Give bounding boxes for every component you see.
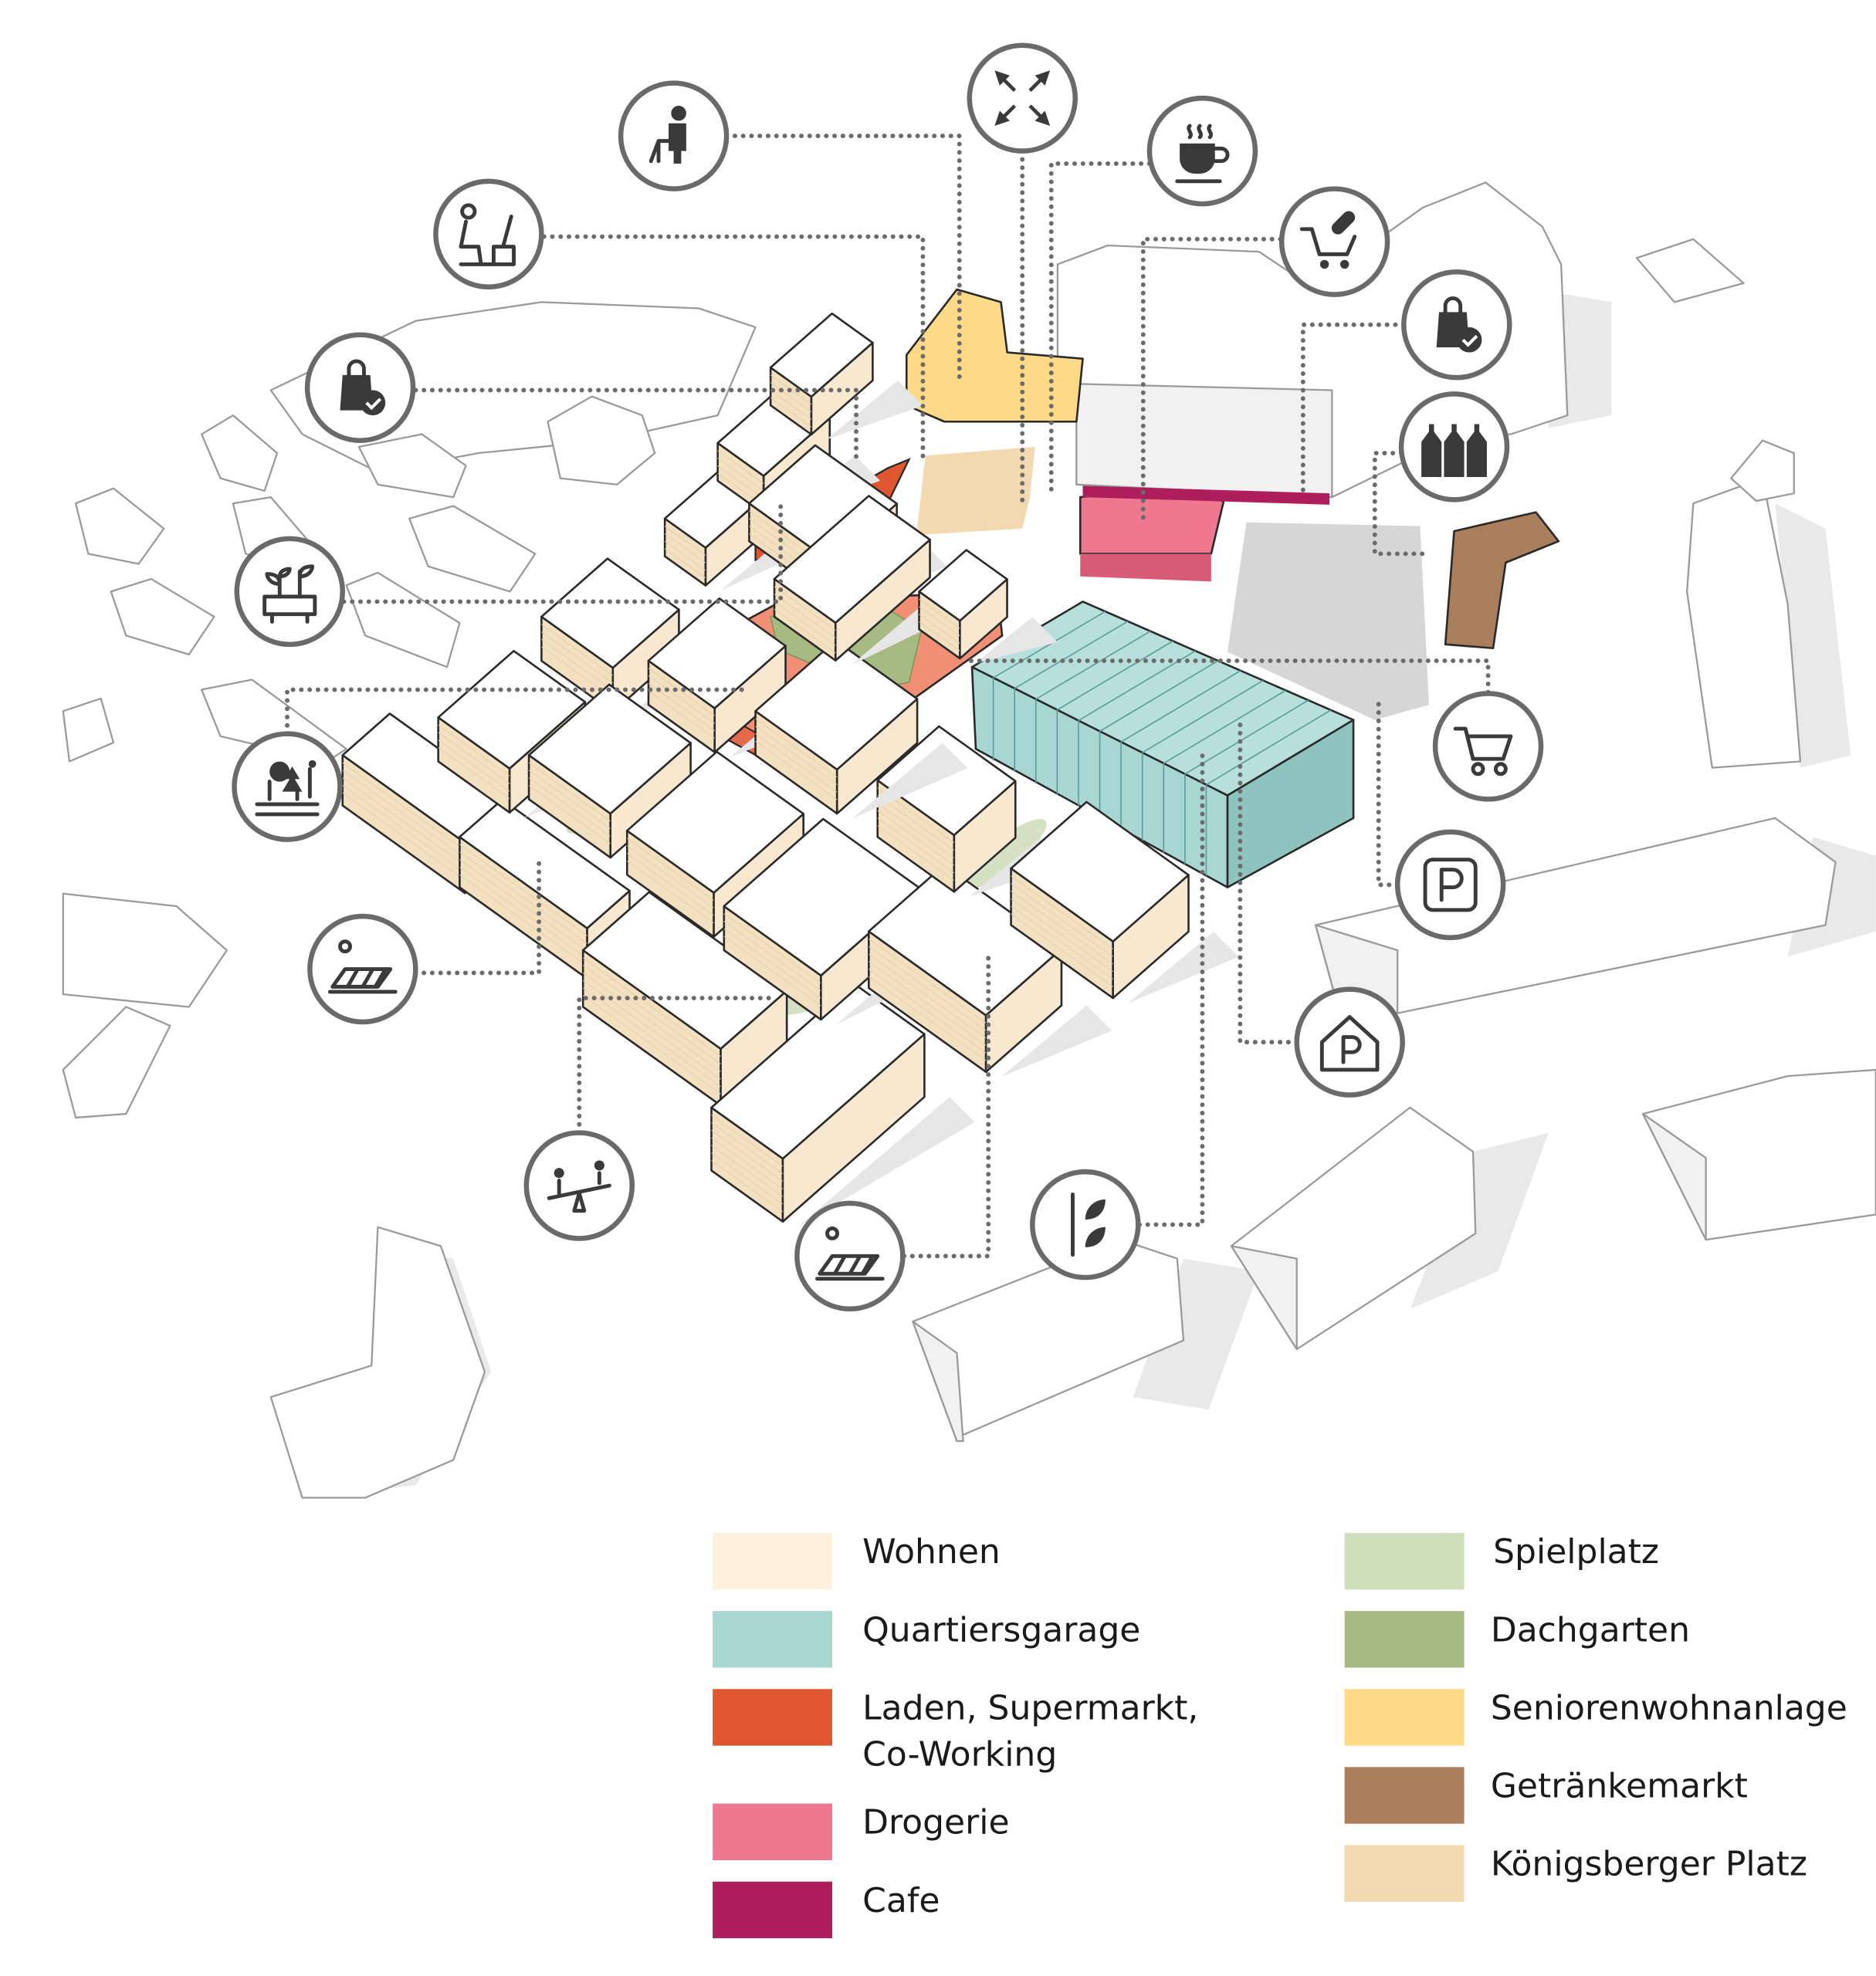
legend-label: Getränkemarkt xyxy=(1491,1766,1748,1805)
garage-roof-line xyxy=(1078,650,1197,722)
shopping-bag-check-icon xyxy=(304,332,416,443)
legend-swatch xyxy=(1344,1689,1465,1746)
coworking-desk-icon xyxy=(433,178,544,290)
wohnen-buildings xyxy=(341,312,1239,1227)
connector-line xyxy=(541,234,926,462)
connector-line xyxy=(413,853,542,976)
legend-swatch xyxy=(1344,1611,1465,1668)
connector-line xyxy=(285,687,746,736)
legend-item-drogerie: Drogerie xyxy=(713,1803,1010,1860)
connector-line xyxy=(1238,715,1299,1045)
legend-item-cafe: Cafe xyxy=(713,1881,940,1939)
legend-swatch xyxy=(713,1611,833,1668)
context-buildings xyxy=(62,181,1876,1499)
garage-roof-line xyxy=(1206,709,1332,786)
legend-label: Drogerie xyxy=(862,1803,1009,1842)
wohnen-building xyxy=(868,864,1112,1078)
legend-label: Laden, Supermarkt, xyxy=(862,1688,1198,1727)
legend-item-getraenkemarkt: Getränkemarkt xyxy=(1344,1766,1748,1824)
coffee-cup-icon xyxy=(1146,95,1258,207)
parking-garage-icon xyxy=(1294,986,1405,1098)
garage-roof-line xyxy=(1056,640,1173,711)
legend-swatch xyxy=(713,1803,833,1860)
green-facade-leaves-icon xyxy=(1030,1169,1141,1281)
legend-swatch xyxy=(713,1689,833,1746)
legend-item-wohnen: Wohnen xyxy=(713,1532,1001,1590)
connector-line xyxy=(1372,451,1431,557)
connector-line xyxy=(967,658,1491,695)
legend-item-dachgarten: Dachgarten xyxy=(1344,1610,1690,1668)
legend-swatch xyxy=(713,1881,833,1939)
connector-line xyxy=(724,134,962,381)
legend-label: Seniorenwohnanlage xyxy=(1491,1688,1847,1727)
garage-roof-line xyxy=(1163,689,1286,764)
connector-lines xyxy=(285,134,1491,1259)
legend-swatch xyxy=(1344,1767,1465,1824)
garage-roof-line xyxy=(1184,699,1309,775)
garage-roof-line xyxy=(1014,621,1129,689)
seniorenwohnanlage xyxy=(905,288,1084,423)
senior-walker-icon xyxy=(618,80,730,191)
legend-label: Cafe xyxy=(862,1881,940,1920)
connector-line xyxy=(413,387,858,462)
legend-label-line2: Co-Working xyxy=(862,1735,1057,1775)
legend: Wohnen Quartiersgarage Laden, Supermarkt… xyxy=(713,1532,1847,1939)
shopping-cart-icon xyxy=(1432,691,1544,802)
plaza-grey xyxy=(1228,522,1429,720)
wohnen-building xyxy=(918,549,1058,664)
beverage-bottles-icon xyxy=(1398,391,1510,502)
connector-line xyxy=(1376,696,1400,888)
wohnen-building xyxy=(710,982,975,1227)
garage-roof-line xyxy=(1099,660,1219,733)
parking-icon xyxy=(1394,829,1506,941)
wohnen-building xyxy=(769,312,923,440)
garage-roof-line xyxy=(1120,670,1241,743)
amenity-icons xyxy=(232,42,1544,1312)
wohnen-building xyxy=(754,639,968,819)
getraenkemarkt xyxy=(1444,511,1560,650)
wohnen-building xyxy=(1010,800,1239,1003)
shopping-cart-pharmacy-icon xyxy=(1278,186,1390,297)
connector-line xyxy=(902,954,991,1259)
legend-item-laden: Laden, Supermarkt, Co-Working xyxy=(713,1688,1198,1775)
connector-line xyxy=(1048,161,1152,493)
drogerie-side xyxy=(1080,553,1211,582)
legend-label: Spielplatz xyxy=(1493,1532,1659,1572)
legend-label: Quartiersgarage xyxy=(862,1610,1140,1649)
legend-swatch xyxy=(1344,1845,1465,1902)
garage-roof-line xyxy=(1142,679,1264,753)
legend-swatch xyxy=(1344,1533,1465,1590)
garage-roof-line xyxy=(993,611,1106,678)
legend-label: Königsberger Platz xyxy=(1491,1845,1807,1884)
connector-line xyxy=(577,996,777,1135)
connector-line xyxy=(1300,322,1407,500)
quartiersgarage-right xyxy=(1226,719,1355,888)
legend-item-spielplatz: Spielplatz xyxy=(1344,1532,1659,1590)
shopping-bag-check-icon xyxy=(1401,269,1512,381)
legend-swatch xyxy=(713,1533,833,1590)
legend-item-quartiersgarage: Quartiersgarage xyxy=(713,1610,1140,1668)
legend-label: Wohnen xyxy=(862,1532,1001,1572)
playground-trees-icon xyxy=(232,731,343,842)
garage-roof-line xyxy=(1035,631,1151,700)
legend-label: Dachgarten xyxy=(1491,1610,1690,1649)
legend-item-seniorenwohnanlage: Seniorenwohnanlage xyxy=(1344,1688,1847,1746)
connector-line xyxy=(1136,753,1205,1227)
rooftop-planter-icon xyxy=(234,536,345,648)
legend-item-koenigsberger-platz: Königsberger Platz xyxy=(1344,1845,1807,1902)
connector-line xyxy=(1140,236,1283,525)
seesaw-icon xyxy=(523,1130,635,1241)
solar-panels-icon xyxy=(307,913,418,1025)
compress-arrows-icon xyxy=(967,42,1078,154)
solar-panels-icon xyxy=(794,1200,906,1312)
koenigsberger-platz xyxy=(916,446,1035,535)
